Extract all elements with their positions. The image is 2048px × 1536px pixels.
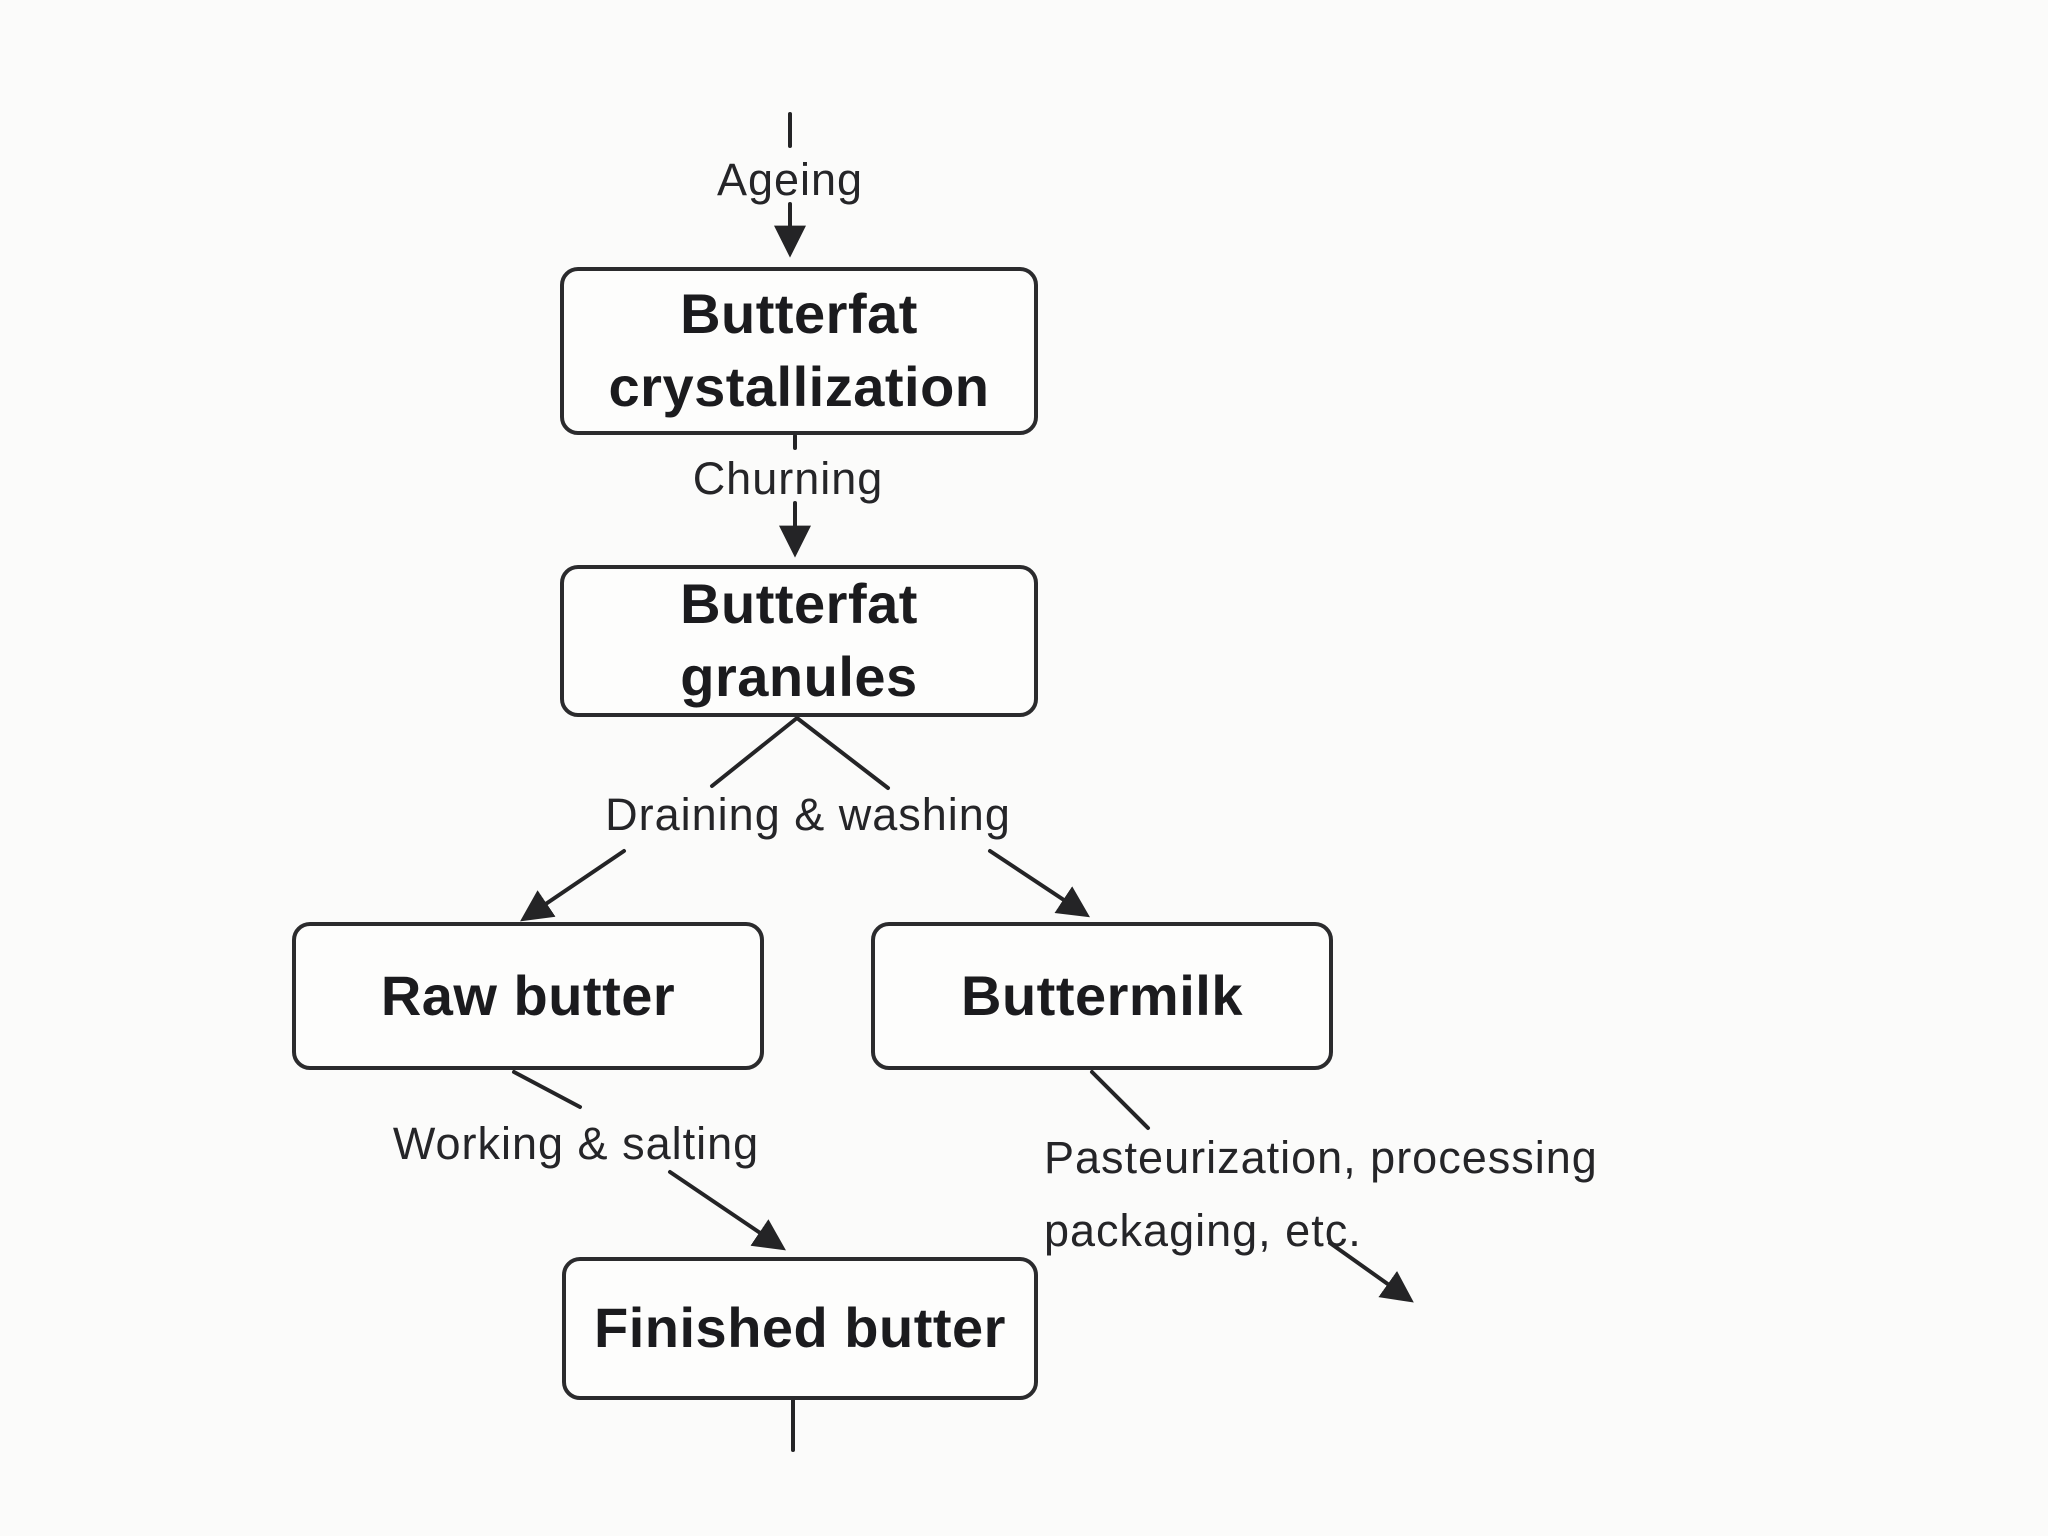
pasteurization-arrow	[1328, 1241, 1414, 1303]
node-butterfat-crystallization: Butterfat crystallization	[560, 267, 1038, 435]
label-pasteurization-line2: packaging, etc.	[1044, 1204, 1362, 1256]
working-salting-line	[512, 1070, 582, 1109]
raw-butter-arrow	[520, 849, 626, 922]
node-butterfat-granules: Butterfat granules	[560, 565, 1038, 717]
node-label: Butterfat crystallization	[609, 278, 990, 424]
pasteurization-line	[1090, 1070, 1150, 1130]
label-draining-washing: Draining & washing	[605, 789, 1011, 840]
node-label-line: Raw butter	[380, 963, 676, 1027]
label-ageing: Ageing	[716, 154, 864, 205]
working-salting-arrow	[668, 1170, 786, 1251]
split-left-line	[710, 716, 799, 788]
node-label: Raw butter	[381, 960, 675, 1033]
buttermilk-arrow	[988, 849, 1091, 918]
node-label-line: granules	[680, 645, 918, 708]
node-label-line: Butterfat	[680, 282, 918, 346]
node-label: Finished butter	[594, 1292, 1006, 1365]
label-pasteurization-line1: Pasteurization, processing	[1044, 1132, 1598, 1183]
node-label-line: Finished butter	[594, 1296, 1006, 1360]
node-label-line: Butterfat	[680, 572, 918, 636]
split-right-line	[795, 716, 890, 790]
node-finished-butter: Finished butter	[562, 1257, 1038, 1400]
label-pasteurization: Pasteurization, processing packaging, et…	[1044, 1122, 1598, 1268]
node-buttermilk: Buttermilk	[871, 922, 1333, 1070]
node-label: Butterfat granules	[680, 568, 918, 714]
node-label-line: Buttermilk	[961, 963, 1243, 1027]
node-label-line: crystallization	[608, 355, 990, 418]
node-raw-butter: Raw butter	[292, 922, 764, 1070]
label-churning: Churning	[692, 453, 884, 504]
label-working-salting: Working & salting	[392, 1118, 760, 1169]
node-label: Buttermilk	[961, 960, 1243, 1033]
